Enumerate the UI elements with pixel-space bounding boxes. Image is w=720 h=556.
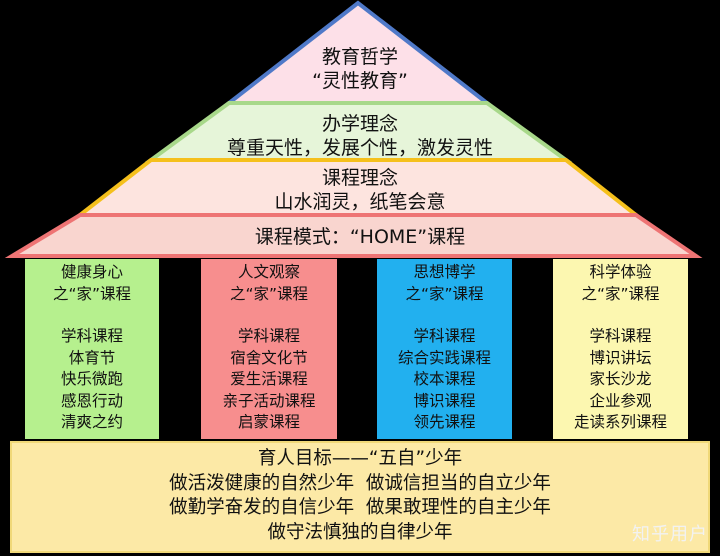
curriculum-model-label: 课程模式：“HOME”课程 bbox=[254, 226, 466, 248]
concept-subtitle: 尊重天性，发展个性，激发灵性 bbox=[226, 137, 493, 159]
philosophy-subtitle: “灵性教育” bbox=[312, 70, 408, 92]
philosophy-tier: 教育哲学 “灵性教育” bbox=[0, 45, 720, 93]
pillar-title: 健康身心 bbox=[60, 263, 123, 281]
pillar-item: 博识课程 bbox=[413, 391, 476, 410]
pillar-subtitle: 之“家”课程 bbox=[52, 284, 132, 303]
pillar-health: 健康身心 之“家”课程 学科课程 体育节 快乐微跑 感恩行动 清爽之约 bbox=[25, 259, 159, 439]
pillar-humanities: 人文观察 之“家”课程 学科课程 宿舍文化节 爱生活课程 亲子活动课程 启蒙课程 bbox=[201, 259, 337, 439]
curriculum-concept-subtitle: 山水润灵，纸笔会意 bbox=[274, 191, 446, 213]
pillar-title: 思想博学 bbox=[413, 263, 476, 281]
goals-line: 做守法慎独的自律少年 bbox=[267, 521, 453, 543]
pillar-subtitle: 之“家”课程 bbox=[405, 284, 484, 303]
curriculum-concept-title: 课程理念 bbox=[321, 167, 398, 189]
pillar-subtitle: 之“家”课程 bbox=[581, 284, 660, 303]
goals-base: 育人目标——“五自”少年 做活泼健康的自然少年 做诚信担当的自立少年 做勤学奋发… bbox=[10, 441, 710, 553]
pillar-item: 启蒙课程 bbox=[237, 413, 300, 431]
pillar-item: 爱生活课程 bbox=[230, 370, 308, 388]
pillar-science: 科学体验 之“家”课程 学科课程 博识讲坛 家长沙龙 企业参观 走读系列课程 bbox=[553, 259, 688, 439]
pillar-item: 走读系列课程 bbox=[573, 413, 667, 431]
goals-line: 做勤学奋发的自信少年 做果敢理性的自主少年 bbox=[169, 497, 551, 518]
pillar-item: 家长沙龙 bbox=[589, 370, 652, 388]
philosophy-title: 教育哲学 bbox=[321, 46, 398, 68]
pillar-item: 学科课程 bbox=[60, 327, 123, 345]
pillar-item: 学科课程 bbox=[413, 327, 476, 345]
pillar-item: 领先课程 bbox=[413, 413, 476, 431]
pillar-item: 博识讲坛 bbox=[589, 348, 652, 367]
watermark-label: 知乎用户 bbox=[632, 524, 708, 545]
pillar-item: 体育节 bbox=[68, 348, 116, 367]
concept-tier: 办学理念 尊重天性，发展个性，激发灵性 bbox=[0, 112, 720, 160]
goals-title: 育人目标——“五自”少年 bbox=[257, 448, 463, 469]
pillar-thought: 思想博学 之“家”课程 学科课程 综合实践课程 校本课程 博识课程 领先课程 bbox=[377, 259, 512, 439]
pillar-subtitle: 之“家”课程 bbox=[229, 284, 309, 303]
pillar-item: 企业参观 bbox=[589, 391, 652, 410]
pillar-item: 宿舍文化节 bbox=[230, 348, 308, 367]
pillar-item: 学科课程 bbox=[237, 327, 300, 345]
pillar-item: 感恩行动 bbox=[60, 391, 123, 410]
pillar-item: 校本课程 bbox=[413, 370, 476, 388]
pillar-item: 学科课程 bbox=[589, 327, 652, 345]
tier-curriculum-model-shape bbox=[4, 213, 703, 258]
goals-line: 做活泼健康的自然少年 做诚信担当的自立少年 bbox=[169, 472, 551, 494]
curriculum-concept-tier: 课程理念 山水润灵，纸笔会意 bbox=[0, 166, 720, 214]
concept-title: 办学理念 bbox=[321, 113, 398, 135]
pillar-item: 亲子活动课程 bbox=[222, 391, 316, 410]
pillar-item: 快乐微跑 bbox=[60, 370, 123, 388]
pillar-item: 综合实践课程 bbox=[397, 348, 491, 367]
pillar-title: 科学体验 bbox=[589, 263, 652, 281]
roof-diagram bbox=[4, 0, 703, 258]
pillar-title: 人文观察 bbox=[237, 263, 300, 281]
pillar-item: 清爽之约 bbox=[60, 413, 123, 431]
